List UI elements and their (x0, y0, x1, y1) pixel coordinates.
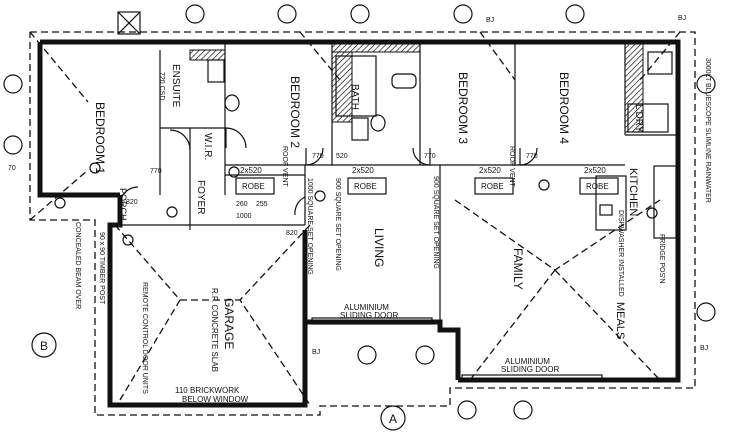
label-bj-1: BJ (312, 349, 320, 356)
note-robe-size-2: 2x520 (352, 166, 374, 175)
note-roof-vent-2: ROOF VENT (508, 146, 515, 188)
dim-1000: 1000 (236, 213, 252, 220)
note-family-sliding-door-2: SLIDING DOOR (501, 365, 559, 374)
label-kitchen: KITCHEN (627, 168, 639, 216)
door-swings (119, 127, 538, 216)
label-laundry: L'DRY (633, 104, 644, 133)
label-bj-2: BJ (486, 17, 494, 24)
dim-820-b: 820 (126, 199, 138, 206)
robes (235, 177, 619, 195)
gridline-markers (3, 4, 716, 431)
note-roof-vent-1: ROOF VENT (281, 146, 288, 188)
label-ensuite: ENSUITE (170, 64, 181, 108)
label-bath: BATH (349, 84, 360, 110)
note-remote-doors: REMOTE CONTROL DOOR UNITS (141, 282, 148, 394)
note-below-window: BELOW WINDOW (182, 395, 249, 404)
note-set-opening-1: 1000 SQUARE SET OPENING (306, 178, 313, 275)
dim-770-c: 770 (424, 153, 436, 160)
roof-outline (29, 31, 696, 416)
label-bedroom-2: BEDROOM 2 (288, 76, 302, 148)
note-fridge: FRIDGE POS'N (658, 234, 665, 284)
note-timber-post: 90 x 90 TIMBER POST (98, 232, 105, 305)
note-robe-4: ROBE (586, 182, 609, 191)
note-robe-3: ROBE (481, 182, 504, 191)
marker-b: B (40, 339, 48, 353)
label-bj-4: BJ (700, 345, 708, 352)
label-bedroom-4: BEDROOM 4 (557, 72, 571, 144)
label-wir: W.I.R. (202, 133, 213, 160)
note-rainwater-tank: 3000LT BLUESCOPE SLIMLINE RAINWATER (704, 58, 711, 203)
label-living: LIVING (372, 228, 386, 267)
note-concealed-beam: CONCEALED BEAM OVER (74, 222, 81, 309)
note-robe-2: ROBE (354, 182, 377, 191)
dim-720-csd: 720 CSD (158, 72, 165, 100)
label-meals: MEALS (614, 302, 626, 339)
note-family-sliding-door: ALUMINIUM (505, 357, 550, 366)
dim-260: 260 (236, 201, 248, 208)
label-bedroom-1: BEDROOM 1 (93, 102, 107, 174)
dim-770-b: 770 (312, 153, 324, 160)
note-brickwork: 110 BRICKWORK (175, 386, 240, 395)
label-garage-slab: R.F. CONCRETE SLAB (210, 288, 219, 372)
note-living-sliding-door-2: SLIDING DOOR (340, 311, 398, 320)
dim-770-d: 770 (526, 153, 538, 160)
label-porch: PORCH (118, 188, 128, 221)
note-set-opening-2: 900 SQUARE SET OPENING (334, 178, 341, 271)
note-dishwasher: DISHWASHER INSTALLED (617, 210, 624, 297)
label-bedroom-3: BEDROOM 3 (456, 72, 470, 144)
internal-walls (120, 41, 678, 322)
dim-770-a: 770 (150, 168, 162, 175)
note-robe-1: ROBE (242, 182, 265, 191)
label-family: FAMILY (511, 248, 525, 290)
note-robe-size-3: 2x520 (479, 166, 501, 175)
dim-520: 520 (336, 153, 348, 160)
marker-a: A (389, 412, 397, 426)
label-foyer: FOYER (195, 180, 206, 214)
bathroom-fixtures (207, 51, 677, 239)
note-set-opening-3: 900 SQUARE SET OPENING (432, 176, 439, 269)
label-garage: GARAGE (222, 298, 236, 349)
dim-820-a: 820 (286, 230, 298, 237)
note-living-sliding-door: ALUMINIUM (344, 303, 389, 312)
sliding-doors (311, 317, 603, 382)
note-robe-size-1: 2x520 (240, 166, 262, 175)
note-robe-size-4: 2x520 (584, 166, 606, 175)
dim-70-left: 70 (8, 165, 16, 172)
label-bj-3: BJ (678, 15, 686, 22)
dim-255: 255 (256, 201, 268, 208)
